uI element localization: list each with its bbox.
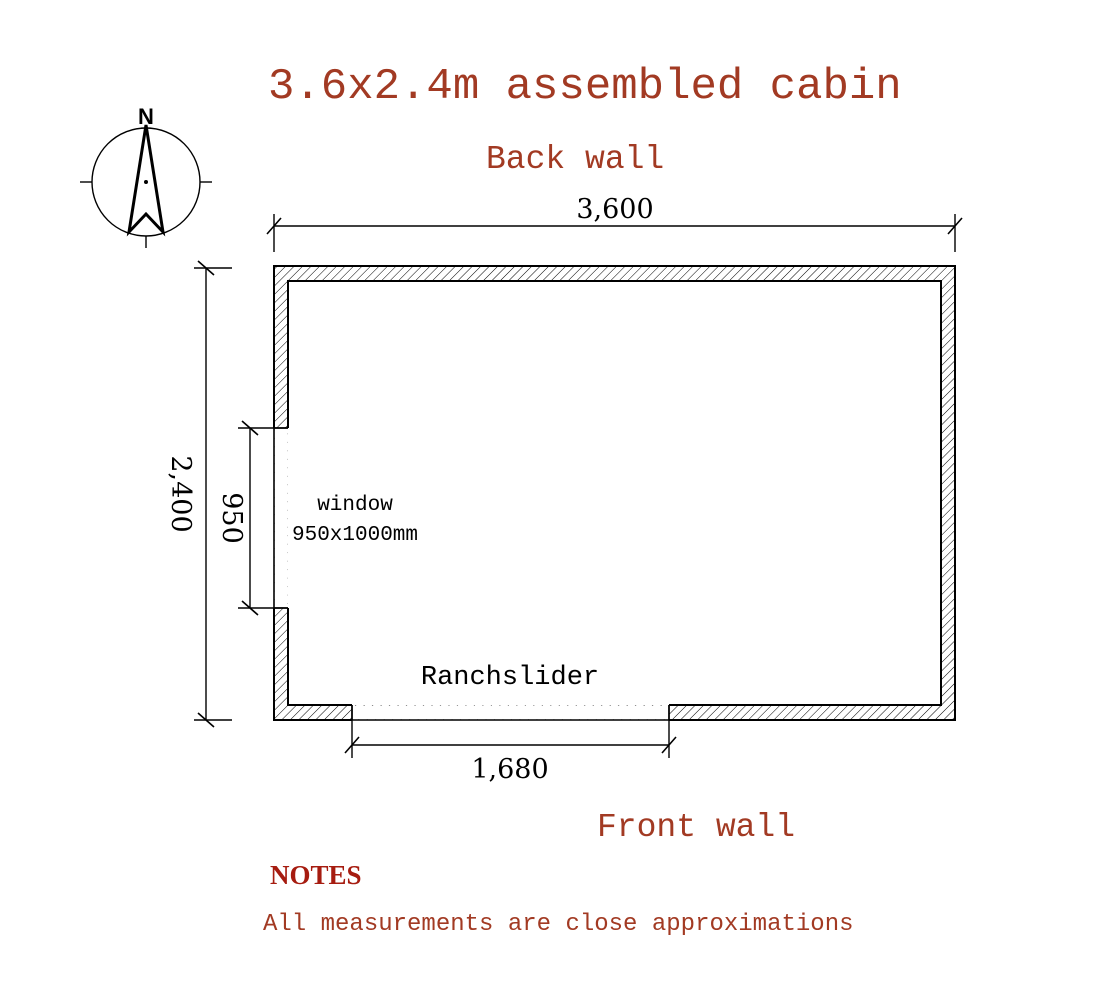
width-dimension-label: 3,600 [576,194,653,225]
window-dimension-label: 950 [216,492,247,544]
north-arrow-icon [126,124,166,237]
door-label: Ranchslider [421,663,599,693]
door-dimension: 1,680 [344,705,677,785]
height-dimension: 2,400 [165,260,232,728]
compass: N [80,104,212,248]
front-wall-label: Front wall [597,809,795,846]
window-size-label: 950x1000mm [292,524,418,547]
cabin-walls [273,265,956,721]
notes-text: All measurements are close approximation… [263,911,854,938]
back-wall-label: Back wall [486,141,664,178]
north-label: N [138,104,154,129]
notes-heading: NOTES [270,860,362,890]
page-title: 3.6x2.4m assembled cabin [268,62,902,112]
width-dimension: 3,600 [266,194,963,252]
window-dimension: 950 [216,420,288,616]
height-dimension-label: 2,400 [165,455,196,532]
window-label: window [317,494,393,517]
door-dimension-label: 1,680 [471,754,548,785]
